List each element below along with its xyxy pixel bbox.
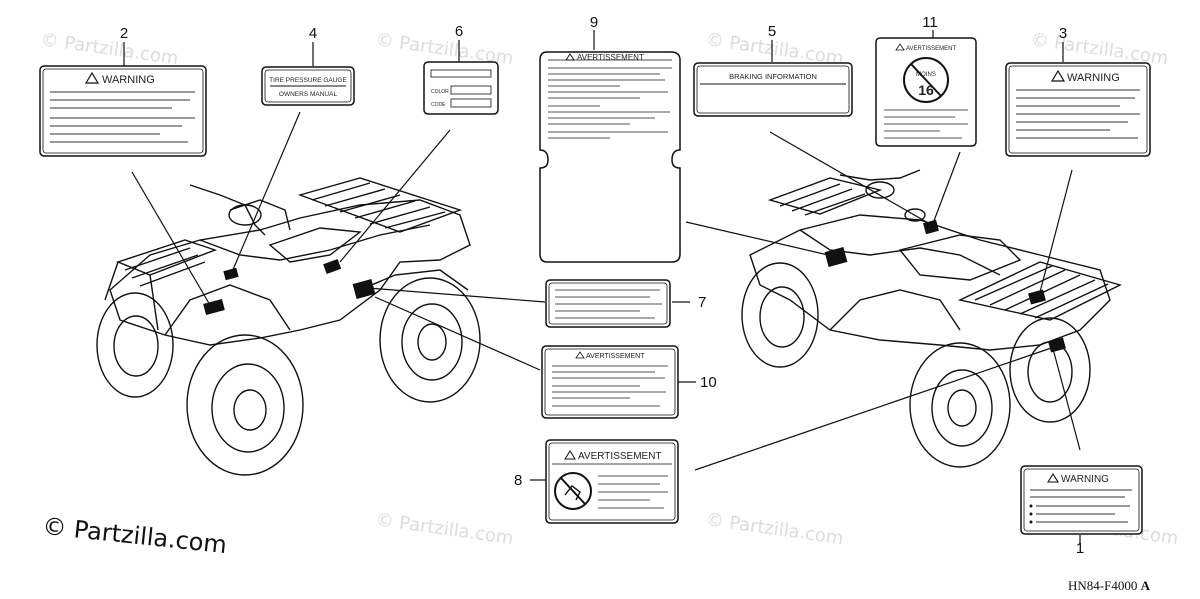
callout-2: 2 (120, 25, 128, 42)
watermark: © Partzilla.com (704, 509, 844, 549)
avertissement-heading: AVERTISSEMENT (577, 53, 644, 62)
callout-7: 7 (698, 294, 706, 311)
atv-right-illustration (741, 169, 1122, 468)
label-8-avertissement: AVERTISSEMENT (545, 439, 679, 524)
callout-3: 3 (1059, 25, 1067, 42)
warning-heading: WARNING (1061, 474, 1109, 485)
braking-heading: BRAKING INFORMATION (729, 72, 817, 81)
label-6-color-code: COLOR CODE (423, 61, 499, 115)
callout-9: 9 (590, 14, 598, 31)
label-4-tire-pressure: TIRE PRESSURE GAUGE OWNERS MANUAL (261, 66, 355, 106)
avertissement-heading: AVERTISSEMENT (906, 46, 956, 52)
label-9-avertissement: AVERTISSEMENT (539, 51, 681, 263)
callout-10: 10 (700, 374, 717, 391)
diagram-code-text: HN84-F4000 (1068, 578, 1138, 593)
tire-pressure-text: TIRE PRESSURE GAUGE (269, 77, 347, 84)
label-2-warning: WARNING (39, 65, 207, 157)
callout-6: 6 (455, 23, 463, 40)
age-badge: 16 (918, 82, 934, 98)
warning-heading: WARNING (1067, 72, 1120, 84)
prohibition-icon (903, 57, 949, 103)
watermark: © Partzilla.com (374, 509, 514, 549)
minus-text: MOINS (916, 72, 936, 78)
owners-manual-text: OWNERS MANUAL (279, 91, 338, 98)
color-field-label: COLOR (431, 89, 449, 95)
callout-11: 11 (922, 14, 938, 31)
callout-numbers: 2 4 6 9 5 11 3 7 10 8 1 (120, 14, 1084, 557)
label-7 (545, 279, 671, 328)
avertissement-heading: AVERTISSEMENT (586, 353, 645, 360)
callout-4: 4 (309, 25, 317, 42)
label-10-avertissement: AVERTISSEMENT (541, 345, 679, 419)
warning-triangle-icon (1047, 472, 1059, 483)
label-1-warning: WARNING (1020, 465, 1143, 535)
callout-5: 5 (768, 23, 776, 40)
no-rider-icon (554, 472, 592, 510)
warning-heading: WARNING (102, 74, 155, 86)
warning-triangle-icon (84, 71, 100, 84)
warning-triangle-icon (1050, 69, 1066, 82)
atv-left-illustration (96, 177, 481, 476)
code-field-label: CODE (431, 102, 446, 108)
diagram-code: HN84-F4000 A (1068, 578, 1150, 594)
callout-1: 1 (1076, 540, 1084, 557)
callout-8: 8 (514, 472, 522, 489)
leader-lines (123, 30, 1081, 545)
diagram-code-suffix: A (1140, 578, 1150, 593)
label-11-age-warning: AVERTISSEMENT MOINS 16 (875, 37, 977, 147)
label-5-braking-information: BRAKING INFORMATION (693, 62, 853, 117)
avertissement-heading: AVERTISSEMENT (578, 451, 662, 462)
watermark: © Partzilla.com (39, 29, 179, 69)
label-3-warning: WARNING (1005, 62, 1151, 157)
